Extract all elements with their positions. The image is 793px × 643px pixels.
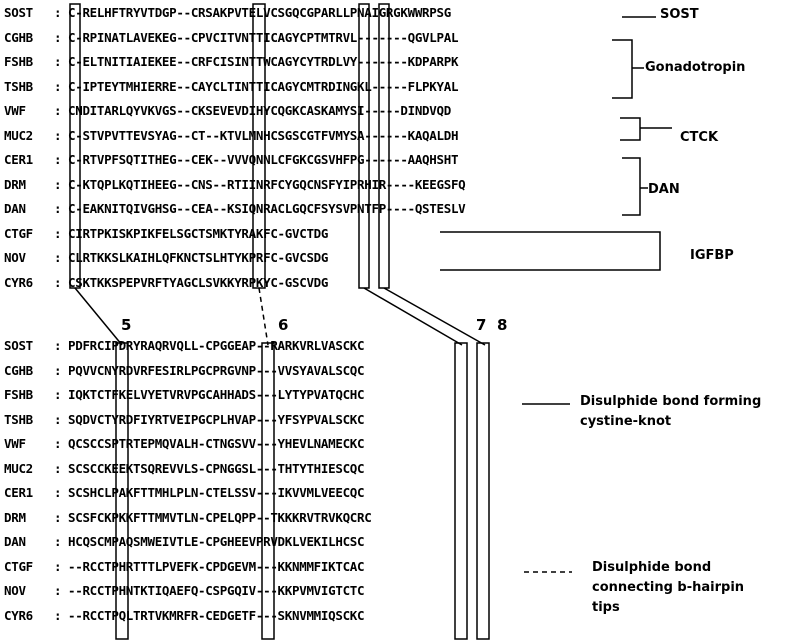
connector-6: [259, 288, 268, 345]
top-box-col2: [253, 4, 265, 288]
bracket-ctck: [620, 118, 640, 140]
bottom-box-col7: [455, 343, 467, 639]
bracket-gonadotropin: [612, 40, 632, 98]
connector-5: [75, 288, 122, 345]
connector-8: [384, 288, 485, 345]
top-box-col4: [379, 4, 389, 288]
connector-7: [364, 288, 462, 345]
top-box-col3: [359, 4, 369, 288]
bracket-dan: [622, 158, 640, 215]
bracket-igfbp: [440, 232, 660, 270]
top-box-col1: [70, 4, 80, 288]
bottom-box-col8: [477, 343, 489, 639]
bottom-box-col5: [116, 343, 128, 639]
bottom-box-col6: [262, 343, 274, 639]
